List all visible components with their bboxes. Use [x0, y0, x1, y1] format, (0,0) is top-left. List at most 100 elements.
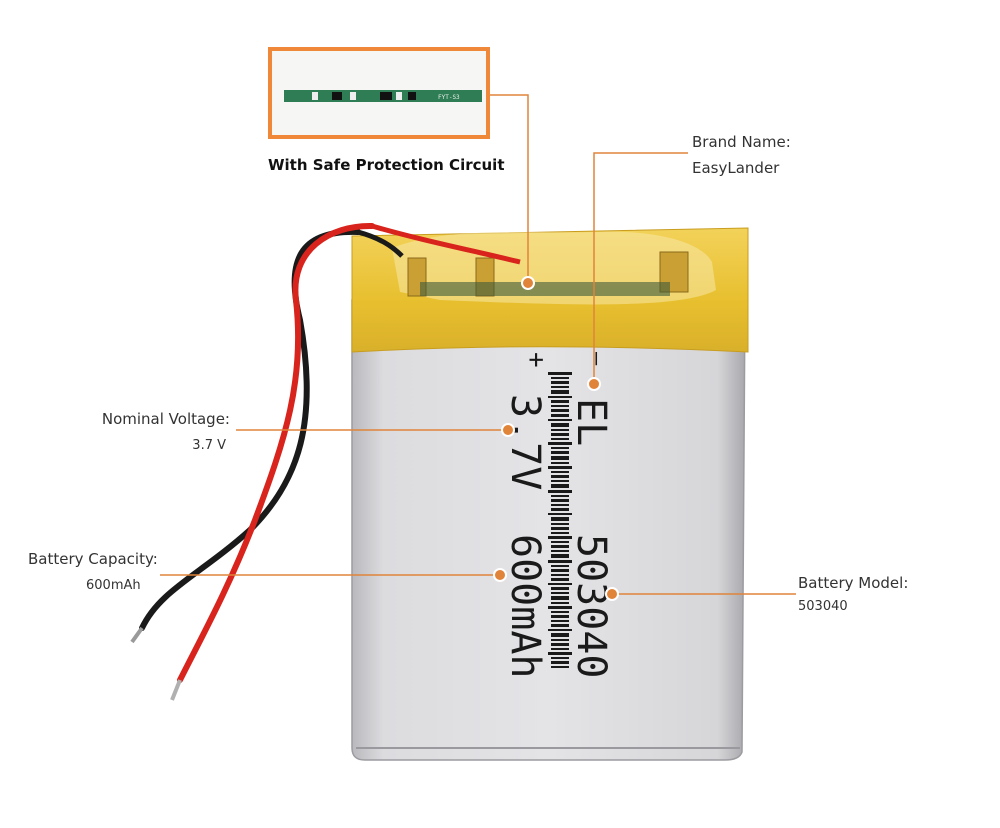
model-dot: [605, 587, 619, 601]
barcode-bar: [551, 620, 569, 622]
barcode: [548, 372, 572, 668]
print-model: 503040: [568, 534, 614, 679]
pcb-chip-2: [332, 92, 342, 100]
pcb-leader: [490, 94, 529, 283]
barcode-bar: [551, 611, 569, 613]
barcode-bar: [548, 536, 572, 539]
model-label: Battery Model:: [798, 574, 909, 592]
barcode-bar: [551, 578, 569, 581]
pcb-caption: With Safe Protection Circuit: [268, 156, 505, 174]
barcode-bar: [551, 409, 569, 412]
pcb-chip-6: [408, 92, 416, 100]
pcb-inset: FYT-S3: [268, 47, 490, 139]
barcode-bar: [551, 592, 569, 594]
red-wire-over-tape: [371, 223, 521, 265]
barcode-bar: [548, 629, 572, 631]
barcode-bar: [551, 390, 569, 394]
barcode-bar: [551, 550, 569, 552]
barcode-bar: [551, 451, 569, 454]
barcode-bar: [548, 606, 572, 609]
print-capacity: 600mAh: [502, 534, 548, 679]
pcb-chip-5: [396, 92, 402, 100]
red-wire: [177, 222, 375, 683]
black-wire: [139, 228, 361, 631]
barcode-bar: [551, 386, 569, 388]
print-minus: —: [584, 352, 609, 366]
barcode-bar: [551, 574, 569, 576]
brand-leader: [593, 152, 688, 384]
voltage-dot: [501, 423, 515, 437]
barcode-bar: [548, 583, 572, 585]
pcb-dot: [521, 276, 535, 290]
print-voltage: 3.7V: [502, 394, 548, 490]
barcode-bar: [551, 661, 569, 664]
barcode-bar: [548, 560, 572, 563]
pcb-chip-3: [350, 92, 356, 100]
barcode-bar: [548, 372, 572, 375]
barcode-bar: [551, 602, 569, 604]
red-wire-tip: [170, 679, 182, 701]
battery-print: + — 3.7V EL 503040 600mAh: [502, 352, 614, 679]
barcode-bar: [551, 429, 569, 431]
barcode-bar: [551, 504, 569, 506]
barcode-bar: [551, 541, 569, 543]
barcode-bar: [551, 495, 569, 497]
barcode-bar: [551, 381, 569, 384]
barcode-bar: [551, 400, 569, 403]
barcode-bar: [551, 471, 569, 473]
barcode-bar: [551, 377, 569, 379]
barcode-bar: [551, 532, 569, 534]
wires: [130, 222, 375, 701]
barcode-bar: [551, 633, 569, 637]
barcode-bar: [548, 442, 572, 445]
barcode-bar: [551, 545, 569, 548]
barcode-bar: [551, 456, 569, 460]
barcode-bar: [551, 523, 569, 525]
print-plus: +: [521, 352, 551, 368]
barcode-bar: [548, 419, 572, 421]
capacity-label: Battery Capacity:: [28, 550, 158, 568]
battery-cell: [351, 223, 749, 761]
barcode-bar: [548, 652, 572, 655]
barcode-bar: [551, 643, 569, 646]
capacity-value: 600mAh: [86, 578, 141, 593]
brand-dot: [587, 377, 601, 391]
barcode-bar: [551, 639, 569, 641]
barcode-bar: [551, 587, 569, 590]
barcode-bar: [551, 615, 569, 618]
black-wire-over-tape: [357, 229, 404, 258]
pcb-board-text: FYT-S3: [438, 94, 460, 101]
barcode-bar: [551, 433, 569, 436]
barcode-bar: [551, 648, 569, 650]
barcode-bar: [551, 438, 569, 440]
barcode-bar: [551, 596, 569, 600]
battery-body: [351, 299, 746, 761]
barcode-bar: [551, 405, 569, 407]
capacity-dot: [493, 568, 507, 582]
barcode-bar: [551, 462, 569, 464]
barcode-bar: [548, 490, 572, 493]
barcode-bar: [548, 466, 572, 469]
callout-lines: [160, 94, 796, 595]
pcb-chip-1: [312, 92, 318, 100]
barcode-bar: [551, 527, 569, 530]
barcode-bar: [551, 565, 569, 567]
pcb-strip: [420, 282, 670, 296]
barcode-bar: [551, 414, 569, 417]
model-value: 503040: [798, 599, 848, 614]
barcode-bar: [551, 499, 569, 502]
brand-value: EasyLander: [692, 159, 780, 177]
barcode-bar: [548, 513, 572, 515]
barcode-bar: [551, 554, 569, 558]
barcode-bar: [551, 517, 569, 521]
voltage-label: Nominal Voltage:: [101, 410, 230, 428]
barcode-bar: [551, 423, 569, 427]
callout-dots: [493, 276, 619, 601]
barcode-bar: [551, 569, 569, 572]
barcode-bar: [551, 508, 569, 511]
barcode-bar: [551, 657, 569, 659]
black-wire-tip: [130, 626, 144, 644]
barcode-bar: [551, 475, 569, 478]
barcode-bar: [551, 624, 569, 627]
